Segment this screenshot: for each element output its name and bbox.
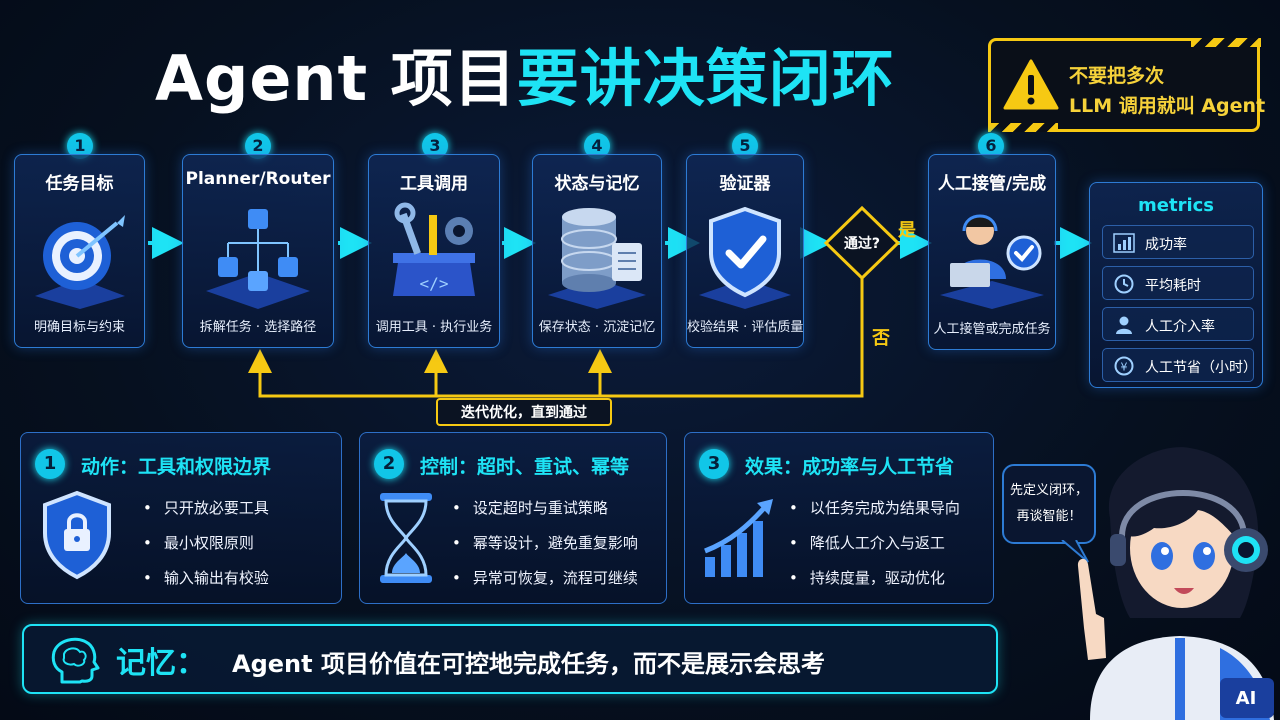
step-title: 状态与记忆 xyxy=(554,174,640,194)
step-card-4: 状态与记忆 保存状态 · 沉淀记忆 xyxy=(532,154,662,348)
step-desc: 明确目标与约束 xyxy=(33,320,125,335)
panel-list: 只开放必要工具 最小权限原则 输入输出有校验 xyxy=(143,491,269,596)
warning-box: 不要把多次 LLM 调用就叫 Agent xyxy=(988,38,1265,132)
metric-row-avg-time: 平均耗时 xyxy=(1102,266,1254,300)
memory-label: 记忆： xyxy=(116,646,206,681)
person-icon xyxy=(1116,316,1132,334)
step-title: 验证器 xyxy=(719,174,771,194)
metric-label: 人工介入率 xyxy=(1145,319,1215,335)
hazard-stripe-bottom xyxy=(988,123,1058,132)
metrics-panel: metrics 成功率 平均耗时 人工介入率 ¥ 人工节省（小时） xyxy=(1089,182,1263,388)
mascot-character: AI xyxy=(1077,447,1274,720)
list-item: 只开放必要工具 xyxy=(143,491,269,526)
metric-label: 平均耗时 xyxy=(1145,278,1201,294)
panel-title: 效果：成功率与人工节省 xyxy=(745,456,955,478)
decision-no-label: 否 xyxy=(872,328,890,349)
network-cubes-icon xyxy=(206,209,310,309)
growth-chart-icon xyxy=(704,499,773,577)
panel-title: 动作：工具和权限边界 xyxy=(81,456,272,478)
step-desc: 人工接管或完成任务 xyxy=(933,322,1051,337)
memory-text: Agent 项目价值在可控地完成任务，而不是展示会思考 xyxy=(232,650,825,678)
metric-row-hours-saved: ¥ 人工节省（小时） xyxy=(1102,348,1257,382)
step-title: 工具调用 xyxy=(400,174,468,194)
hourglass-icon xyxy=(380,493,432,583)
title-part-2: 要讲决策闭环 xyxy=(516,42,895,115)
brain-head-icon xyxy=(51,637,100,684)
metric-label: 人工节省（小时） xyxy=(1145,360,1257,376)
warning-text: 不要把多次 LLM 调用就叫 Agent xyxy=(1069,61,1265,121)
speech-bubble: 先定义闭环， 再谈智能！ xyxy=(1002,464,1096,544)
panel-number: 2 xyxy=(374,449,404,479)
step-title: 人工接管/完成 xyxy=(937,174,1047,194)
svg-text:</>: </> xyxy=(420,274,449,293)
step-desc: 调用工具 · 执行业务 xyxy=(375,320,493,335)
metric-row-success-rate: 成功率 xyxy=(1102,225,1254,259)
list-item: 以任务完成为结果导向 xyxy=(789,491,960,526)
mascot-badge: AI xyxy=(1236,688,1257,709)
warning-line-1: 不要把多次 xyxy=(1069,65,1165,87)
yen-coin-icon: ¥ xyxy=(1114,356,1134,376)
step-card-6: 人工接管/完成 人工接管或完成任务 xyxy=(928,154,1056,350)
bubble-tail xyxy=(1061,540,1089,563)
list-item: 设定超时与重试策略 xyxy=(452,491,638,526)
metric-row-human-intervention: 人工介入率 xyxy=(1102,307,1254,341)
shield-check-icon xyxy=(699,206,791,309)
warning-triangle-icon xyxy=(1003,59,1059,110)
hazard-stripe-top xyxy=(1191,38,1261,47)
bubble-line-1: 先定义闭环， xyxy=(1009,483,1088,498)
clock-icon xyxy=(1114,274,1134,294)
target-icon xyxy=(34,215,125,309)
list-item: 输入输出有校验 xyxy=(143,561,269,596)
memory-bar: 记忆： Agent 项目价值在可控地完成任务，而不是展示会思考 xyxy=(22,624,998,694)
metrics-title: metrics xyxy=(1138,195,1214,216)
panel-list: 设定超时与重试策略 幂等设计，避免重复影响 异常可恢复，流程可继续 xyxy=(452,491,638,596)
list-item: 幂等设计，避免重复影响 xyxy=(452,526,638,561)
list-item: 异常可恢复，流程可继续 xyxy=(452,561,638,596)
lock-shield-icon xyxy=(43,490,111,580)
toolbox-icon: </> xyxy=(393,202,475,296)
database-icon xyxy=(548,208,646,309)
step-title: 任务目标 xyxy=(45,174,114,194)
list-item: 降低人工介入与返工 xyxy=(789,526,960,561)
panel-number: 3 xyxy=(699,449,729,479)
loop-label: 迭代优化，直到通过 xyxy=(436,398,612,426)
bar-chart-icon xyxy=(1113,233,1135,253)
decision-label: 通过? xyxy=(843,236,881,252)
list-item: 最小权限原则 xyxy=(143,526,269,561)
step-desc: 拆解任务 · 选择路径 xyxy=(199,320,317,335)
step-desc: 校验结果 · 评估质量 xyxy=(687,320,804,335)
panel-control: 2 控制：超时、重试、幂等 设定超时与重试策略 幂等设计，避免重复影响 异常可恢… xyxy=(359,432,667,604)
bubble-line-2: 再谈智能！ xyxy=(1016,509,1082,524)
panel-title: 控制：超时、重试、幂等 xyxy=(420,456,630,478)
step-card-5: 验证器 校验结果 · 评估质量 xyxy=(686,154,804,348)
panel-action: 1 动作：工具和权限边界 只开放必要工具 最小权限原则 输入输出有校验 xyxy=(20,432,342,604)
metric-label: 成功率 xyxy=(1145,237,1187,253)
list-item: 持续度量，驱动优化 xyxy=(789,561,960,596)
step-title: Planner/Router xyxy=(185,169,331,189)
step-card-1: 任务目标 明确目标与约束 xyxy=(14,154,145,348)
step-card-3: 工具调用 </> 调用工具 · 执行业务 xyxy=(368,154,500,348)
decision-yes-label: 是 xyxy=(898,220,916,241)
svg-text:¥: ¥ xyxy=(1121,361,1128,374)
warning-line-2: LLM 调用就叫 Agent xyxy=(1069,95,1266,117)
loop-line-main xyxy=(248,278,864,398)
step-card-2: Planner/Router 拆解任务 · 选择路径 xyxy=(182,154,334,348)
operator-headset-icon xyxy=(940,214,1044,309)
page-title: Agent 项目要讲决策闭环 xyxy=(155,28,895,118)
step-desc: 保存状态 · 沉淀记忆 xyxy=(538,320,656,335)
panel-effect: 3 效果：成功率与人工节省 以任务完成为结果导向 降低人工介入与返工 持续度量，… xyxy=(684,432,994,604)
panel-list: 以任务完成为结果导向 降低人工介入与返工 持续度量，驱动优化 xyxy=(789,491,960,596)
title-part-1: Agent 项目 xyxy=(155,42,517,115)
panel-number: 1 xyxy=(35,449,65,479)
